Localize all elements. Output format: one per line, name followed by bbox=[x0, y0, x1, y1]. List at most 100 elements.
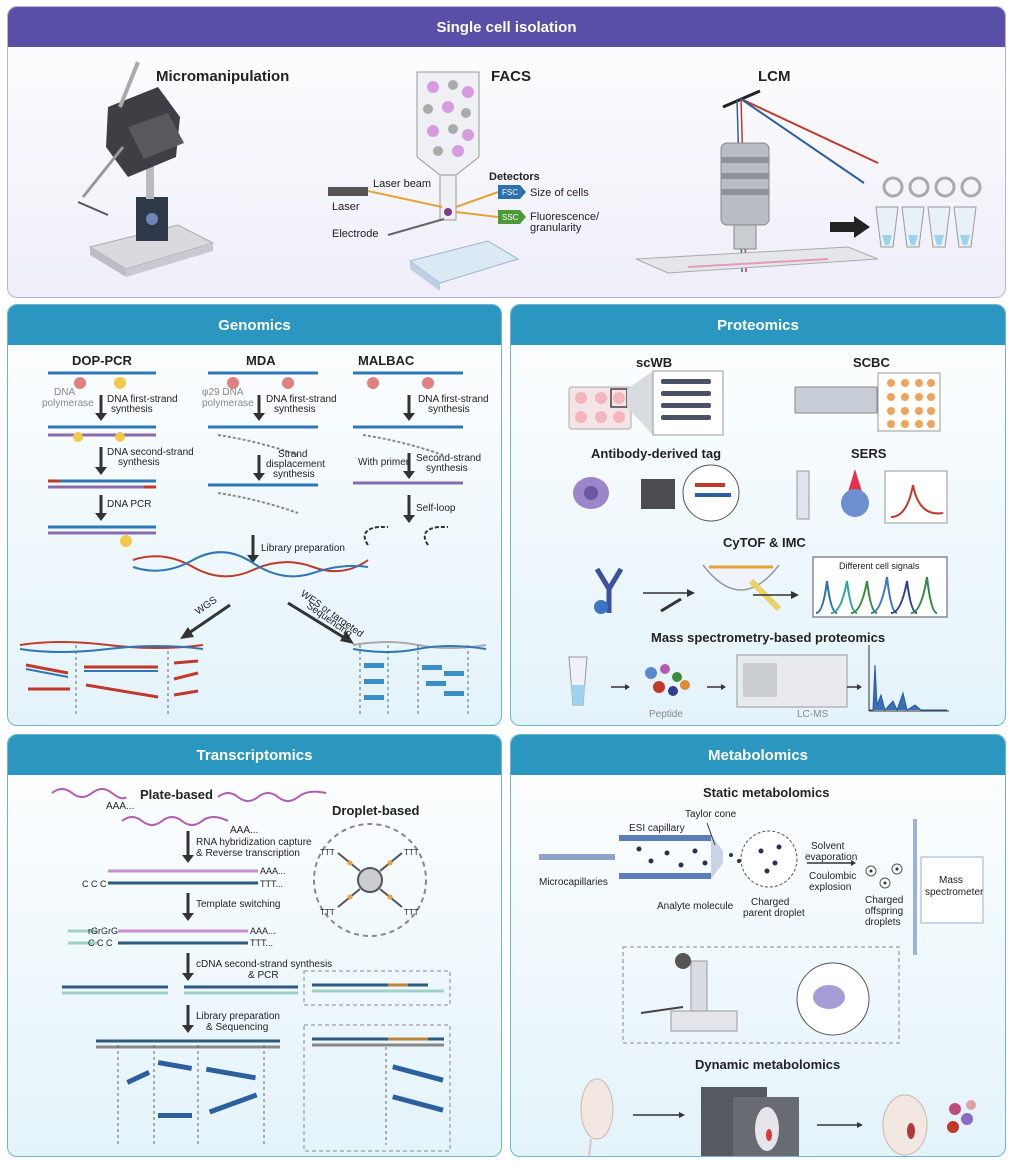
mass-spec-workflow bbox=[568, 645, 949, 712]
micromanipulator-icon bbox=[77, 61, 215, 277]
svg-text:DNA first-strand: DNA first-strand bbox=[418, 394, 489, 405]
metabolomics-diagram: Static metabolomics ESI capillary Taylor… bbox=[539, 785, 984, 1156]
antibody-tag-icon bbox=[573, 464, 740, 522]
svg-text:synthesis: synthesis bbox=[426, 463, 468, 474]
droplet-bead-icon bbox=[313, 823, 427, 937]
lcm-label: LCM bbox=[758, 68, 791, 85]
charged-parent-label: Charged bbox=[751, 897, 789, 908]
svg-text:Coulombic: Coulombic bbox=[809, 871, 856, 882]
offspring-droplets-icon bbox=[865, 863, 903, 889]
parent-droplet-icon bbox=[740, 830, 798, 888]
arrow-down bbox=[95, 447, 107, 475]
svg-text:Library preparation: Library preparation bbox=[196, 1011, 280, 1022]
svg-text:With primer: With primer bbox=[358, 457, 410, 468]
arrow-down bbox=[253, 455, 265, 481]
svg-text:displacement: displacement bbox=[266, 459, 325, 470]
svg-text:Second-strand: Second-strand bbox=[416, 453, 481, 464]
malbac-label: MALBAC bbox=[358, 353, 415, 368]
svg-text:C C C: C C C bbox=[88, 938, 113, 948]
polymerase-icon bbox=[74, 377, 86, 389]
metabolomics-panel: Metabolomics Static metabolomics ESI cap… bbox=[510, 734, 1006, 1157]
arrow-down bbox=[95, 395, 107, 421]
svg-text:RNA hybridization capture: RNA hybridization capture bbox=[196, 837, 312, 848]
dna-helix-icon bbox=[132, 551, 369, 578]
svg-text:synthesis: synthesis bbox=[274, 404, 316, 415]
svg-text:DNA first-strand: DNA first-strand bbox=[266, 394, 337, 405]
svg-text:SSC: SSC bbox=[502, 213, 519, 222]
dynamic-metabolomics-label: Dynamic metabolomics bbox=[695, 1057, 840, 1072]
sers-label: SERS bbox=[851, 446, 887, 461]
size-of-cells-label: Size of cells bbox=[530, 187, 589, 199]
plate-based-label: Plate-based bbox=[140, 787, 213, 802]
mass-spec-label: Mass spectrometry-based proteomics bbox=[651, 630, 885, 645]
panel-title: Proteomics bbox=[511, 305, 1005, 345]
laser-label: Laser bbox=[332, 201, 360, 213]
cell-signals-label: Different cell signals bbox=[839, 561, 920, 571]
svg-text:& Sequencing: & Sequencing bbox=[206, 1022, 268, 1033]
arrow-down bbox=[95, 495, 107, 521]
svg-text:parent droplet: parent droplet bbox=[743, 908, 805, 919]
svg-text:AAA...: AAA... bbox=[230, 825, 258, 836]
svg-text:AAA...: AAA... bbox=[106, 801, 134, 812]
fluorescence-label: Fluorescence/ bbox=[530, 211, 600, 223]
mouse-icon bbox=[580, 1078, 614, 1156]
svg-text:TTT: TTT bbox=[404, 908, 419, 917]
svg-text:& Reverse transcription: & Reverse transcription bbox=[196, 848, 300, 859]
arrow-icon bbox=[830, 216, 870, 238]
svg-text:DNA PCR: DNA PCR bbox=[107, 499, 151, 510]
transcriptomics-diagram: AAA... AAA... Plate-based Droplet-based … bbox=[51, 787, 451, 1152]
svg-text:offspring: offspring bbox=[865, 906, 903, 917]
laser-icon bbox=[328, 187, 443, 208]
esi-capillary-icon bbox=[539, 822, 741, 879]
svg-text:rGrGrG: rGrGrG bbox=[88, 926, 118, 936]
microscope-icon bbox=[640, 953, 870, 1036]
isolation-diagram: Micromanipulation FACS bbox=[77, 61, 982, 291]
arrow-down bbox=[182, 953, 194, 981]
svg-text:TTT...: TTT... bbox=[260, 879, 283, 889]
granularity-label: granularity bbox=[530, 222, 582, 234]
arrow-down bbox=[182, 831, 194, 863]
svg-text:DNA second-strand: DNA second-strand bbox=[107, 447, 194, 458]
scbc-icon bbox=[794, 372, 941, 432]
scwb-icon bbox=[568, 370, 724, 436]
arrow-wgs bbox=[180, 603, 231, 639]
arrow-wes bbox=[287, 601, 354, 644]
proteomics-diagram: scWB SCBC Antibo bbox=[568, 355, 949, 720]
svg-text:Solvent: Solvent bbox=[811, 841, 845, 852]
dop-pcr-label: DOP-PCR bbox=[72, 353, 133, 368]
scatter-beam-fsc bbox=[455, 191, 499, 208]
arrow-down bbox=[403, 395, 415, 421]
svg-text:polymerase: polymerase bbox=[42, 398, 94, 409]
arrow-down bbox=[253, 395, 265, 421]
mass-spectrometer-icon bbox=[913, 819, 984, 955]
svg-text:synthesis: synthesis bbox=[273, 469, 315, 480]
svg-text:TTT: TTT bbox=[404, 848, 419, 857]
microscope-inset bbox=[622, 946, 900, 1044]
svg-text:φ29 DNA: φ29 DNA bbox=[202, 387, 244, 398]
genomics-panel: Genomics DOP-PCR MDA MALBAC DNA polymera… bbox=[7, 304, 502, 726]
svg-text:TTT...: TTT... bbox=[250, 938, 273, 948]
esi-capillary-label: ESI capillary bbox=[629, 823, 685, 834]
fsc-detector: FSC bbox=[498, 185, 526, 199]
svg-text:DNA first-strand: DNA first-strand bbox=[107, 394, 178, 405]
svg-text:Self-loop: Self-loop bbox=[416, 503, 456, 514]
proteomics-panel: Proteomics scWB SCBC bbox=[510, 304, 1006, 726]
svg-text:Charged: Charged bbox=[865, 895, 903, 906]
antibody-tag-label: Antibody-derived tag bbox=[591, 446, 721, 461]
collection-plate-icon bbox=[408, 240, 520, 291]
panel-title: Genomics bbox=[8, 305, 501, 345]
svg-text:explosion: explosion bbox=[809, 882, 851, 893]
imaging-frames bbox=[701, 1087, 799, 1156]
sers-icon bbox=[796, 469, 948, 524]
signal-peaks bbox=[815, 576, 938, 614]
scatter-beam-ssc bbox=[455, 211, 499, 218]
droplet-based-label: Droplet-based bbox=[332, 803, 419, 818]
wes-reads bbox=[352, 641, 487, 715]
svg-text:Template switching: Template switching bbox=[196, 899, 280, 910]
panel-title: Single cell isolation bbox=[8, 7, 1005, 47]
laser-beam-label: Laser beam bbox=[373, 178, 431, 190]
arrow-down bbox=[247, 535, 259, 563]
svg-text:synthesis: synthesis bbox=[428, 404, 470, 415]
sequencing-reads bbox=[117, 1045, 265, 1145]
scwb-label: scWB bbox=[636, 355, 672, 370]
